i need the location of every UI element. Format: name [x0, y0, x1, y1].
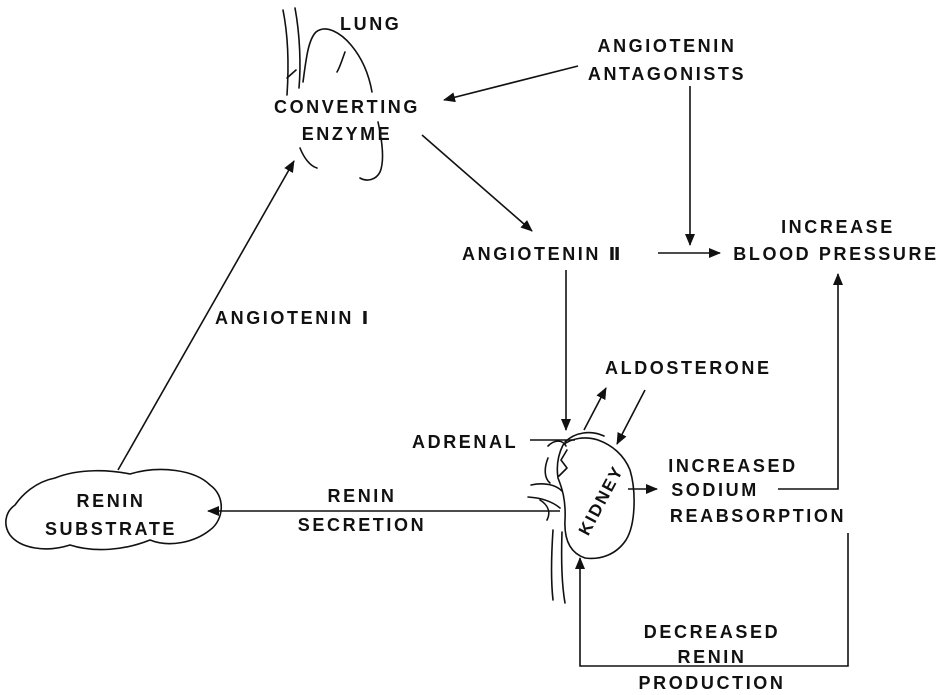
label-angiotenin-ii: ANGIOTENIN Ⅱ: [462, 244, 623, 264]
label-blood-pressure: BLOOD PRESSURE: [733, 244, 938, 264]
label-renin-secretion-2: SECRETION: [298, 515, 426, 535]
label-kidney: KIDNEY: [575, 462, 628, 538]
label-converting: CONVERTING: [274, 97, 420, 117]
label-enzyme: ENZYME: [302, 124, 393, 144]
arrow-aldosterone-to-kidney: [617, 390, 645, 444]
label-renin-substrate-1: RENIN: [76, 491, 145, 511]
label-production: PRODUCTION: [639, 673, 786, 693]
label-sodium-2: SODIUM: [671, 480, 759, 500]
arrow-antagonists-to-enzyme: [444, 66, 578, 100]
label-decreased: DECREASED: [644, 622, 780, 642]
arrow-enzyme-to-angiotenin-ii: [422, 135, 532, 231]
arrow-kidney-to-aldosterone: [584, 388, 606, 430]
label-decreased-renin: RENIN: [677, 647, 746, 667]
label-increase: INCREASE: [781, 217, 895, 237]
label-renin-substrate-2: SUBSTRATE: [45, 519, 177, 539]
label-renin-secretion-1: RENIN: [327, 486, 396, 506]
label-adrenal: ADRENAL: [412, 432, 518, 452]
label-antagonists-2: ANTAGONISTS: [588, 64, 746, 84]
label-aldosterone: ALDOSTERONE: [605, 358, 772, 378]
label-angiotenin-i: ANGIOTENIN Ⅰ: [215, 308, 371, 328]
label-sodium-3: REABSORPTION: [670, 506, 846, 526]
label-sodium-1: INCREASED: [668, 456, 797, 476]
label-antagonists-1: ANGIOTENIN: [597, 36, 736, 56]
label-lung: LUNG: [340, 14, 401, 34]
